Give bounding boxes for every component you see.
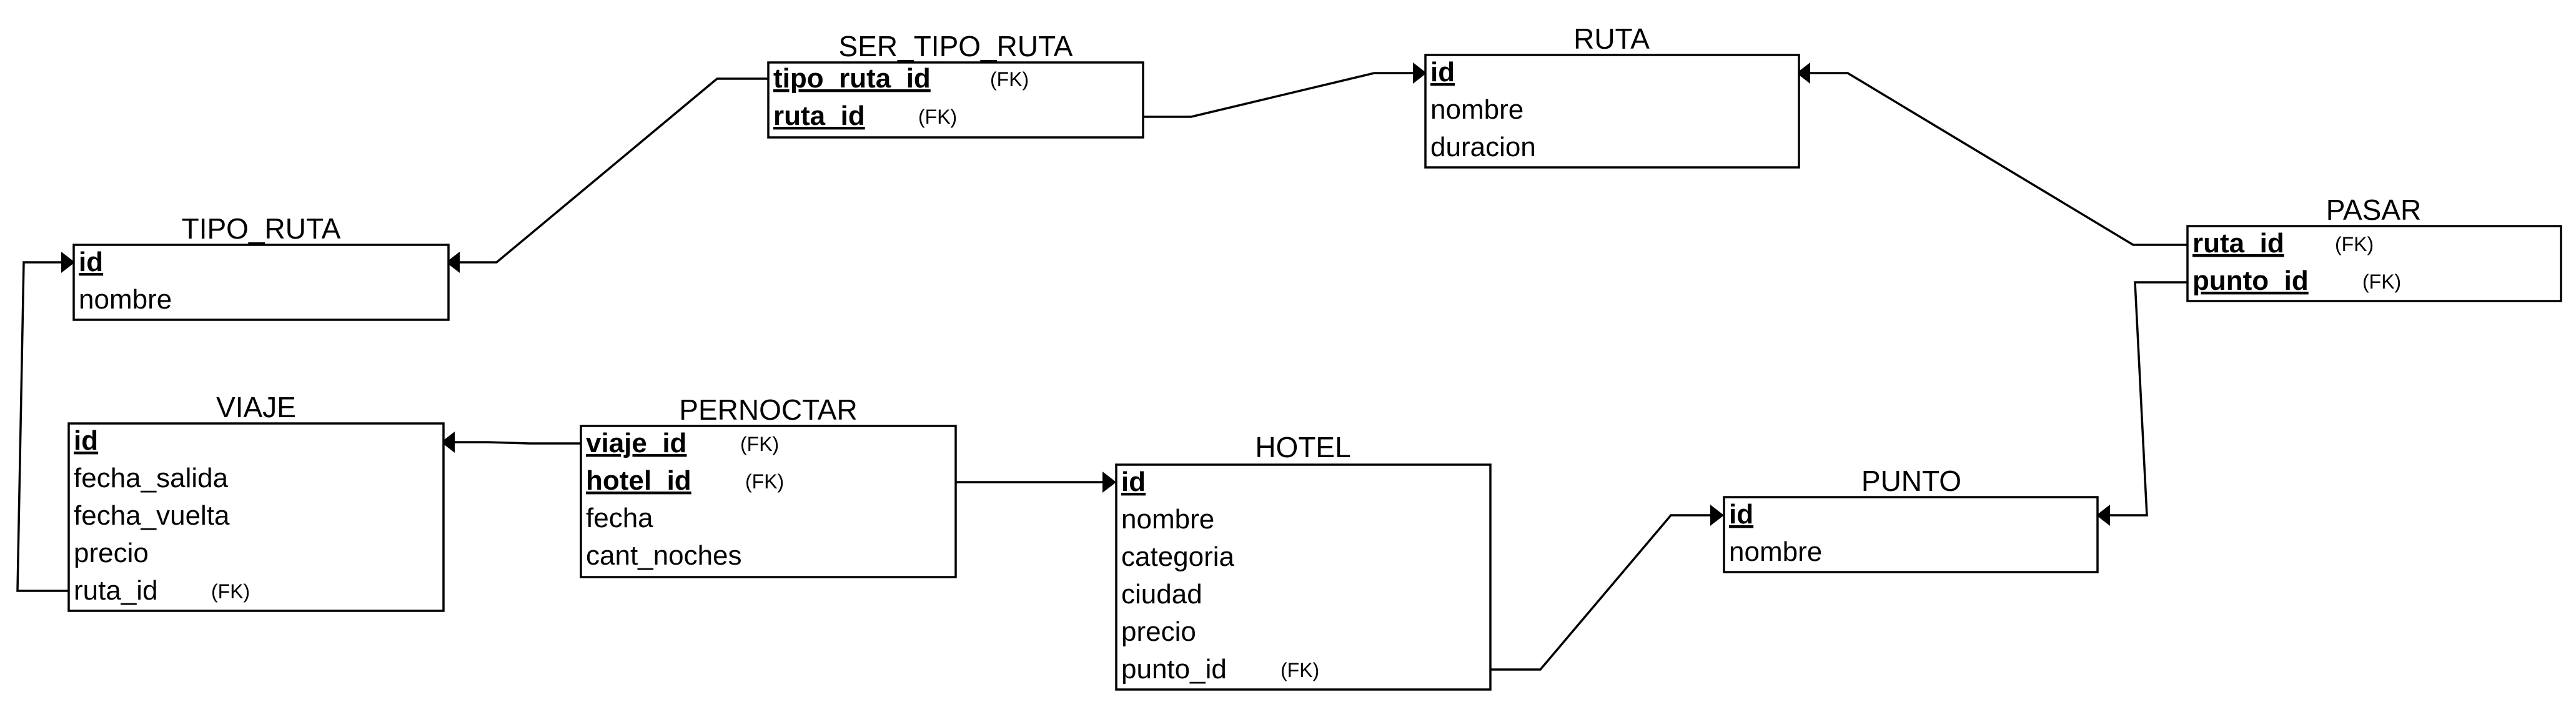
arrowhead-tipo-ruta-left-icon	[61, 252, 75, 273]
entity-title: PERNOCTAR	[679, 393, 857, 426]
entity-title: VIAJE	[216, 391, 296, 423]
field-nombre: nombre	[79, 284, 172, 315]
connectors	[16, 72, 2187, 671]
entity-pernoctar[interactable]: PERNOCTAR viaje_id (FK) hotel_id (FK) fe…	[580, 393, 957, 578]
connector-hotel-to-punto	[1490, 514, 1723, 671]
entity-title: RUTA	[1573, 22, 1650, 55]
fk-marker: (FK)	[990, 68, 1029, 91]
fk-marker: (FK)	[2362, 270, 2401, 293]
arrowhead-ruta-right-icon	[1796, 62, 1810, 84]
fk-marker: (FK)	[2335, 233, 2374, 255]
field-precio: precio	[1121, 616, 1196, 647]
arrowhead-hotel-icon	[1102, 472, 1116, 493]
entity-hotel[interactable]: HOTEL id nombre categoria ciudad precio …	[1115, 431, 1492, 691]
entity-box	[1115, 463, 1492, 691]
connector-viaje-to-tipo-ruta	[16, 261, 74, 592]
field-nombre: nombre	[1729, 536, 1822, 567]
field-id: id	[1729, 499, 1753, 530]
connector-ser-tipo-ruta-to-tipo-ruta	[448, 77, 768, 264]
entity-box	[67, 422, 445, 612]
connector-pasar-to-ruta	[1798, 72, 2187, 246]
field-punto-id: punto_id	[1121, 654, 1227, 685]
arrowhead-tipo-ruta-icon	[446, 252, 460, 273]
field-punto-id: punto_id	[2192, 265, 2309, 296]
field-categoria: categoria	[1121, 541, 1235, 572]
fk-marker: (FK)	[740, 433, 779, 455]
entity-ruta[interactable]: RUTA id nombre duracion	[1424, 22, 1800, 169]
field-fecha-salida: fecha_salida	[74, 463, 229, 493]
field-id: id	[1121, 467, 1146, 497]
field-nombre: nombre	[1430, 94, 1523, 125]
entity-viaje[interactable]: VIAJE id fecha_salida fecha_vuelta preci…	[67, 391, 445, 612]
field-tipo-ruta-id: tipo_ruta_id	[773, 63, 931, 94]
connector-ser-tipo-ruta-to-ruta	[1143, 72, 1425, 118]
field-ciudad: ciudad	[1121, 579, 1202, 610]
arrowhead-punto-right-icon	[2096, 505, 2110, 526]
entity-title: TIPO_RUTA	[182, 212, 341, 245]
entity-title: PUNTO	[1861, 465, 1961, 497]
field-ruta-id: ruta_id	[2192, 228, 2284, 259]
field-cant-noches: cant_noches	[586, 540, 742, 571]
entity-box	[1424, 54, 1800, 169]
entity-box	[1723, 496, 2099, 573]
arrow-heads	[61, 62, 2110, 526]
entity-title: PASAR	[2326, 194, 2422, 226]
fk-marker: (FK)	[918, 106, 957, 128]
fk-marker: (FK)	[211, 580, 250, 603]
field-id: id	[74, 425, 98, 456]
entity-pasar[interactable]: PASAR ruta_id (FK) punto_id (FK)	[2186, 194, 2562, 302]
field-id: id	[1430, 57, 1455, 87]
field-ruta-id: ruta_id	[773, 101, 865, 131]
connector-pernoctar-to-viaje	[443, 441, 581, 445]
field-fecha-vuelta: fecha_vuelta	[74, 500, 230, 531]
entity-box	[2186, 225, 2562, 302]
entity-ser-tipo-ruta[interactable]: SER_TIPO_RUTA tipo_ruta_id (FK) ruta_id …	[767, 30, 1144, 139]
field-nombre: nombre	[1121, 504, 1214, 535]
arrowhead-punto-left-icon	[1710, 505, 1724, 526]
field-duracion: duracion	[1430, 132, 1536, 162]
entity-punto[interactable]: PUNTO id nombre	[1723, 465, 2099, 573]
fk-marker: (FK)	[1281, 659, 1319, 681]
field-hotel-id: hotel_id	[586, 465, 691, 496]
entity-title: HOTEL	[1255, 431, 1350, 463]
entity-box	[767, 61, 1144, 139]
field-ruta-id: ruta_id	[74, 575, 158, 606]
field-id: id	[79, 247, 103, 277]
field-precio: precio	[74, 538, 149, 568]
field-fecha: fecha	[586, 503, 653, 533]
connector-pasar-to-punto	[2098, 281, 2187, 517]
entity-box	[580, 425, 957, 578]
arrowhead-ruta-left-icon	[1413, 62, 1427, 84]
field-viaje-id: viaje_id	[586, 428, 686, 458]
fk-marker: (FK)	[745, 470, 784, 493]
entity-title: SER_TIPO_RUTA	[839, 30, 1073, 62]
entity-box	[72, 244, 450, 321]
entity-tipo-ruta[interactable]: TIPO_RUTA id nombre	[72, 212, 450, 321]
arrowhead-viaje-icon	[441, 432, 455, 453]
